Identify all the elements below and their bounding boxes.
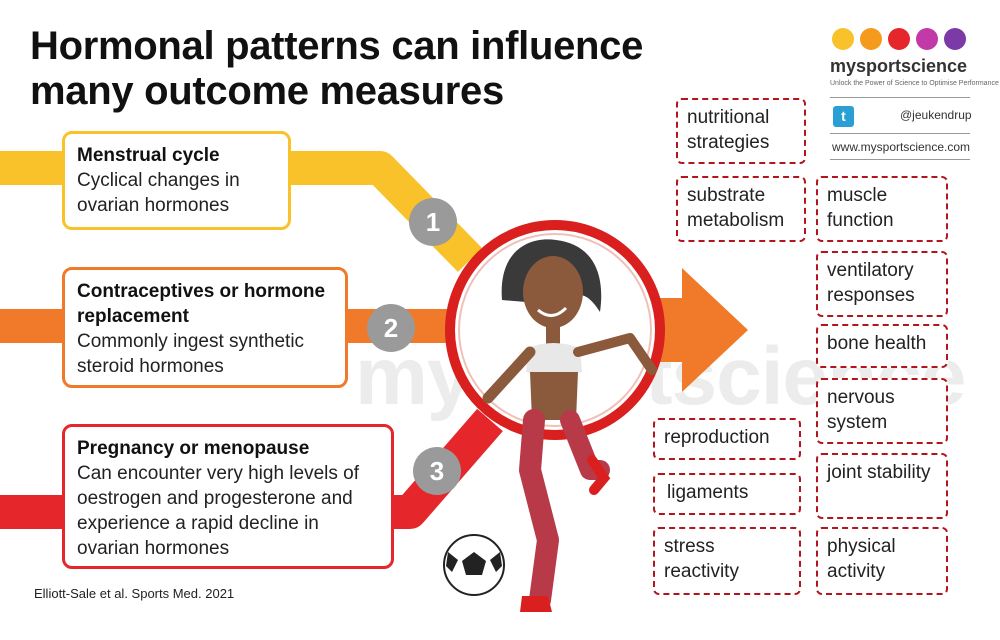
number-badge-2: 2 — [367, 304, 415, 352]
logo-dot — [860, 28, 882, 50]
athlete-illustration — [443, 220, 665, 612]
factor-box-menstrual-cycle: Menstrual cycle Cyclical changes in ovar… — [62, 131, 291, 230]
number-badge-3: 3 — [413, 447, 461, 495]
website-link[interactable]: www.mysportscience.com — [832, 140, 971, 154]
factor-heading: Pregnancy or menopause — [77, 438, 310, 459]
number-badge-1: 1 — [409, 198, 457, 246]
number-badge-3-label: 3 — [430, 456, 444, 486]
twitter-handle[interactable]: @jeukendrup — [900, 108, 972, 122]
factor-heading: Menstrual cycle — [77, 145, 220, 166]
divider — [830, 97, 970, 98]
factor-description: Commonly ingest synthetic steroid hormon… — [77, 331, 305, 377]
divider — [830, 159, 970, 160]
brand-logo-dots — [832, 28, 972, 50]
logo-dot — [944, 28, 966, 50]
brand-tagline: Unlock the Power of Science to Optimise … — [830, 80, 999, 87]
outcome-bone-health: bone health — [816, 324, 948, 368]
logo-dot — [832, 28, 854, 50]
outcome-joint-stability: joint stability — [816, 453, 948, 519]
outcome-ventilatory-responses: ventilatory responses — [816, 251, 948, 317]
outcome-nutritional-strategies: nutritional strategies — [676, 98, 806, 164]
factor-description: Can encounter very high levels of oestro… — [77, 463, 359, 559]
logo-dot — [888, 28, 910, 50]
factor-heading: Contraceptives or hormone replacement — [77, 281, 326, 327]
outcome-nervous-system: nervous system — [816, 378, 948, 444]
brand-name: mysportscience — [830, 56, 968, 76]
number-badge-1-label: 1 — [426, 207, 440, 237]
outcome-physical-activity: physical activity — [816, 527, 948, 595]
twitter-icon: t — [833, 106, 854, 127]
citation: Elliott-Sale et al. Sports Med. 2021 — [34, 586, 235, 601]
factor-description: Cyclical changes in ovarian hormones — [77, 170, 240, 216]
divider — [830, 133, 970, 134]
page-title: Hormonal patterns can influence many out… — [30, 24, 644, 113]
outcome-reproduction: reproduction — [653, 418, 801, 460]
outcome-substrate-metabolism: substrate metabolism — [676, 176, 806, 242]
outcome-ligaments: ligaments — [653, 473, 801, 515]
factor-box-pregnancy: Pregnancy or menopause Can encounter ver… — [62, 424, 394, 569]
outcome-stress-reactivity: stress reactivity — [653, 527, 801, 595]
factor-box-contraceptives: Contraceptives or hormone replacement Co… — [62, 267, 348, 388]
logo-dot — [916, 28, 938, 50]
number-badge-2-label: 2 — [384, 313, 398, 343]
outcome-muscle-function: muscle function — [816, 176, 948, 242]
